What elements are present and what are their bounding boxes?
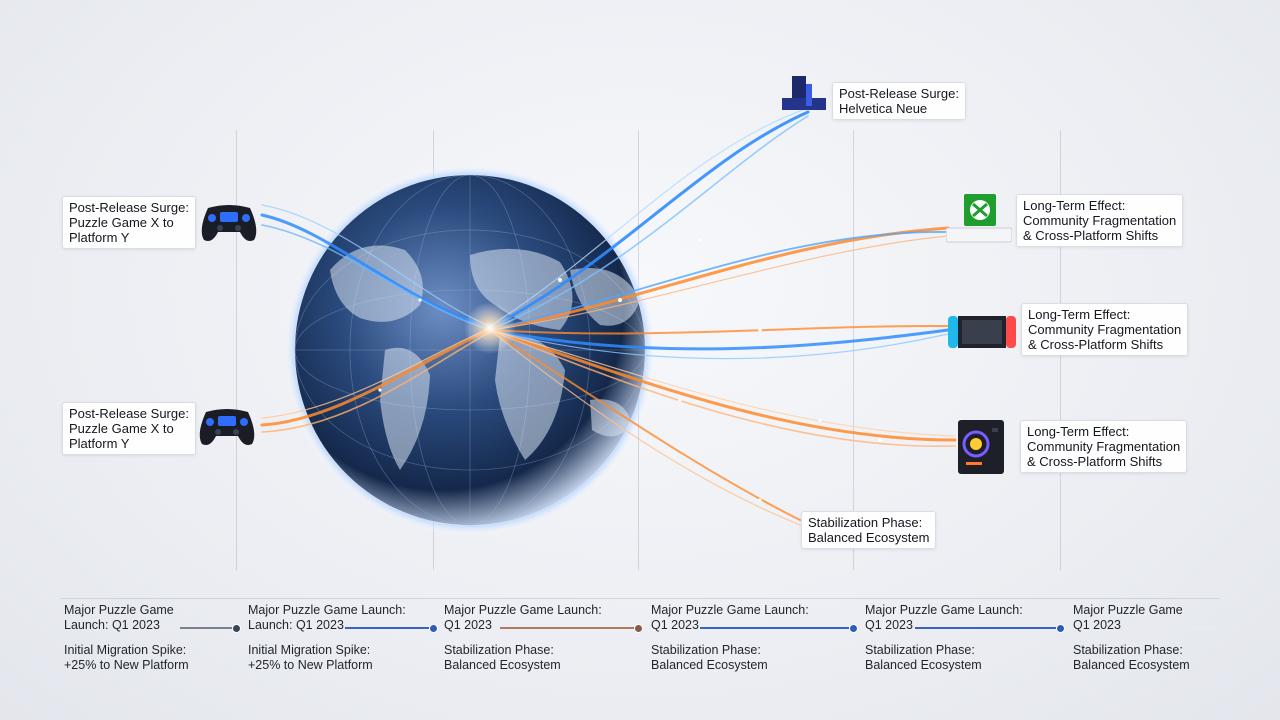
timeline-item: Major Puzzle Game Launch: Launch: Q1 202…: [248, 603, 406, 673]
timeline-sub: Stabilization Phase:: [1073, 643, 1183, 657]
timeline-sub: +25% to New Platform: [64, 658, 189, 672]
callout-text: & Cross-Platform Shifts: [1023, 228, 1159, 243]
gamepad-icon: [198, 200, 260, 244]
timeline-sub: Balanced Ecosystem: [444, 658, 561, 672]
timeline-title: Major Puzzle Game Launch:: [651, 603, 809, 617]
timeline-title: Q1 2023: [444, 618, 492, 632]
timeline-title: Major Puzzle Game: [1073, 603, 1183, 617]
callout-title: Long-Term Effect:: [1027, 424, 1130, 439]
callout-switch: Long-Term Effect: Community Fragmentatio…: [1021, 303, 1189, 356]
timeline-title: Q1 2023: [1073, 618, 1121, 632]
timeline-dot: [429, 624, 438, 633]
callout-title: Post-Release Surge:: [839, 86, 959, 101]
timeline-dot: [1056, 624, 1065, 633]
globe-icon: [284, 164, 656, 536]
callout-text: & Cross-Platform Shifts: [1028, 337, 1164, 352]
callout-text: Community Fragmentation: [1028, 322, 1182, 337]
callout-text: Balanced Ecosystem: [808, 530, 930, 545]
callout-controller-top: Post-Release Surge: Puzzle Game X to Pla…: [62, 196, 196, 249]
timeline-dot: [849, 624, 858, 633]
callout-title: Long-Term Effect:: [1023, 198, 1126, 213]
timeline-sub: Balanced Ecosystem: [865, 658, 982, 672]
callout-text: & Cross-Platform Shifts: [1027, 454, 1163, 469]
timeline-title: Q1 2023: [651, 618, 699, 632]
timeline-connector: [345, 627, 433, 629]
timeline-sub: Initial Migration Spike:: [248, 643, 371, 657]
timeline-item: Major Puzzle Game Launch: Q1 2023 Stabil…: [865, 603, 1023, 673]
timeline-title: Major Puzzle Game: [64, 603, 174, 617]
timeline-item: Major Puzzle Game Launch: Q1 2023 Stabil…: [444, 603, 602, 673]
timeline-title: Launch: Q1 2023: [248, 618, 344, 632]
callout-controller-bottom: Post-Release Surge: Puzzle Game X to Pla…: [62, 402, 196, 455]
timeline-sub: Balanced Ecosystem: [1073, 658, 1190, 672]
callout-pc: Long-Term Effect: Community Fragmentatio…: [1020, 420, 1188, 473]
callout-title: Stabilization Phase:: [808, 515, 923, 530]
callout-text: Platform Y: [69, 436, 130, 451]
timeline-title: Major Puzzle Game Launch:: [248, 603, 406, 617]
grid-line: [236, 130, 237, 570]
timeline-title: Major Puzzle Game Launch:: [444, 603, 602, 617]
timeline-sub: Stabilization Phase:: [651, 643, 761, 657]
timeline-rule: [60, 598, 1220, 599]
timeline-title: Q1 2023: [865, 618, 913, 632]
timeline-connector: [180, 627, 236, 629]
switch-console-icon: [948, 314, 1016, 350]
callout-playstation: Post-Release Surge: Helvetica Neue: [832, 82, 966, 120]
timeline-sub: +25% to New Platform: [248, 658, 373, 672]
timeline-dot: [232, 624, 241, 633]
callout-title: Post-Release Surge:: [69, 406, 189, 421]
timeline-sub: Initial Migration Spike:: [64, 643, 187, 657]
timeline-title: Major Puzzle Game Launch:: [865, 603, 1023, 617]
callout-text: Platform Y: [69, 230, 130, 245]
timeline-connector: [1122, 627, 1218, 629]
callout-text: Community Fragmentation: [1023, 213, 1177, 228]
timeline-item: Major Puzzle Game Launch: Q1 2023 Stabil…: [651, 603, 809, 673]
timeline-dot: [634, 624, 643, 633]
gamepad-icon: [196, 404, 258, 448]
timeline-item: Major Puzzle Game Launch: Q1 2023 Initia…: [64, 603, 189, 673]
timeline-connector: [500, 627, 638, 629]
callout-title: Long-Term Effect:: [1028, 307, 1131, 322]
callout-stabilization: Stabilization Phase: Balanced Ecosystem: [801, 511, 937, 549]
timeline-sub: Stabilization Phase:: [865, 643, 975, 657]
timeline-connector: [700, 627, 853, 629]
callout-text: Puzzle Game X to: [69, 421, 174, 436]
timeline-sub: Balanced Ecosystem: [651, 658, 768, 672]
callout-title: Post-Release Surge:: [69, 200, 189, 215]
timeline-item: Major Puzzle Game Q1 2023 Stabilization …: [1073, 603, 1190, 673]
pc-tower-icon: [956, 418, 1006, 476]
timeline-title: Launch: Q1 2023: [64, 618, 160, 632]
callout-text: Puzzle Game X to: [69, 215, 174, 230]
xbox-console-icon: [945, 194, 1013, 244]
playstation-console-icon: [778, 74, 830, 116]
callout-xbox: Long-Term Effect: Community Fragmentatio…: [1016, 194, 1184, 247]
timeline-connector: [915, 627, 1060, 629]
callout-text: Community Fragmentation: [1027, 439, 1181, 454]
callout-text: Helvetica Neue: [839, 101, 928, 116]
timeline-sub: Stabilization Phase:: [444, 643, 554, 657]
